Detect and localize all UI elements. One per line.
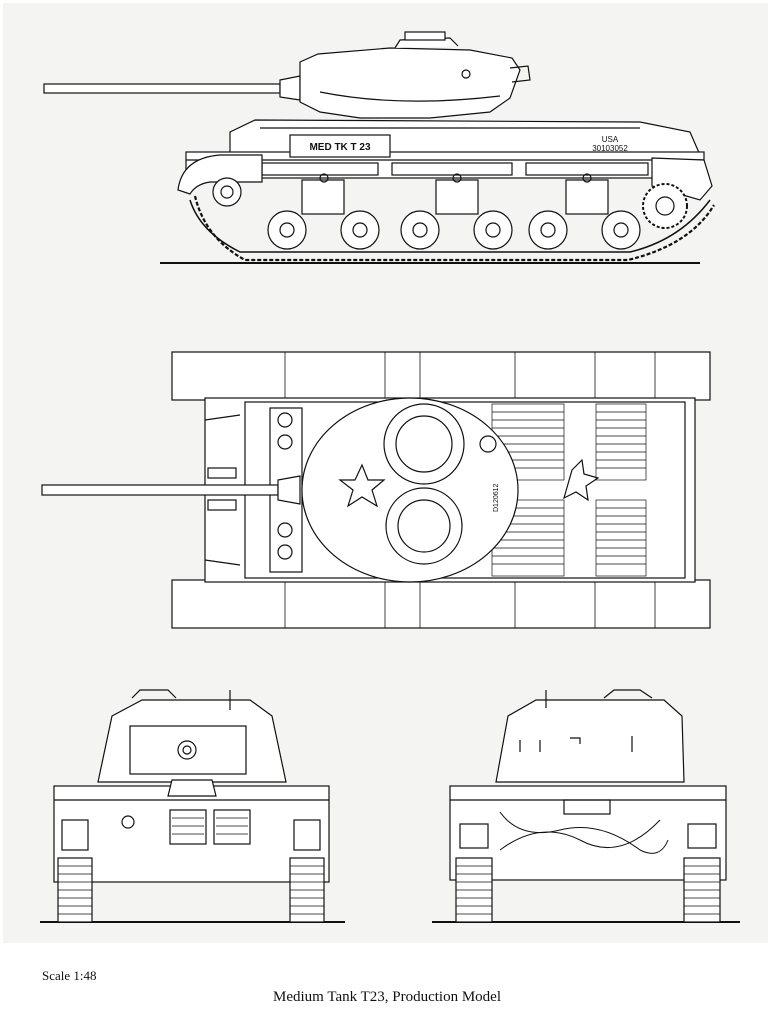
side-view-drawing: MED TK T 23 USA 30103052 <box>43 31 715 264</box>
rear-view-drawing <box>432 689 740 923</box>
country-marking-text: USA <box>602 135 619 144</box>
top-view-drawing: D120612 <box>41 351 711 629</box>
scale-label: Scale 1:48 <box>42 968 97 983</box>
hull-marking-text: MED TK T 23 <box>309 142 371 153</box>
serial-marking-text: 30103052 <box>592 144 628 153</box>
drawing-caption: Medium Tank T23, Production Model <box>273 989 501 1005</box>
front-view-drawing <box>40 689 345 923</box>
turret-serial-text: D120612 <box>493 483 500 512</box>
